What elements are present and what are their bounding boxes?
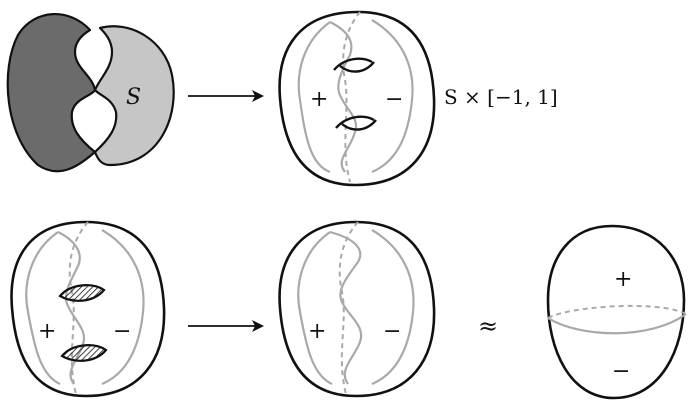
band-top bbox=[333, 57, 375, 73]
seifert-surface-figure: S bbox=[6, 13, 175, 173]
cut-surface-figure: + − bbox=[278, 220, 436, 398]
minus-sign: − bbox=[385, 87, 403, 112]
plus-sign: + bbox=[310, 87, 328, 112]
ball-figure: + − bbox=[546, 224, 687, 400]
ball-outline bbox=[278, 220, 436, 398]
ball-outline bbox=[546, 224, 686, 400]
arrow-bottom bbox=[188, 320, 264, 332]
arrow-top bbox=[188, 90, 264, 102]
dark-lobe bbox=[6, 13, 97, 173]
light-lobe bbox=[93, 25, 175, 167]
plus-sign: + bbox=[308, 319, 326, 344]
plus-sign: + bbox=[614, 267, 632, 292]
hatched-handle-top bbox=[58, 284, 106, 302]
handles-figure: + − bbox=[10, 220, 166, 398]
product-label: S × [−1, 1] bbox=[444, 85, 558, 109]
hatched-handle-bottom bbox=[60, 344, 108, 362]
minus-sign: − bbox=[383, 319, 401, 344]
plus-sign: + bbox=[38, 319, 56, 344]
equator-front bbox=[547, 313, 687, 335]
surface-curve-back bbox=[338, 221, 359, 395]
ball-outline bbox=[278, 10, 436, 187]
minus-sign: − bbox=[612, 359, 630, 384]
surface-label: S bbox=[126, 85, 141, 110]
surface-curve-back bbox=[342, 11, 361, 183]
minus-sign: − bbox=[113, 319, 131, 344]
band-bottom bbox=[335, 115, 377, 131]
surface-curve-front bbox=[297, 19, 414, 174]
surface-curve-front bbox=[297, 229, 415, 386]
equator-back bbox=[547, 304, 687, 319]
thickened-surface-figure: + − bbox=[278, 10, 436, 187]
approx-sign: ≈ bbox=[478, 312, 498, 340]
ball-outline bbox=[10, 220, 166, 398]
